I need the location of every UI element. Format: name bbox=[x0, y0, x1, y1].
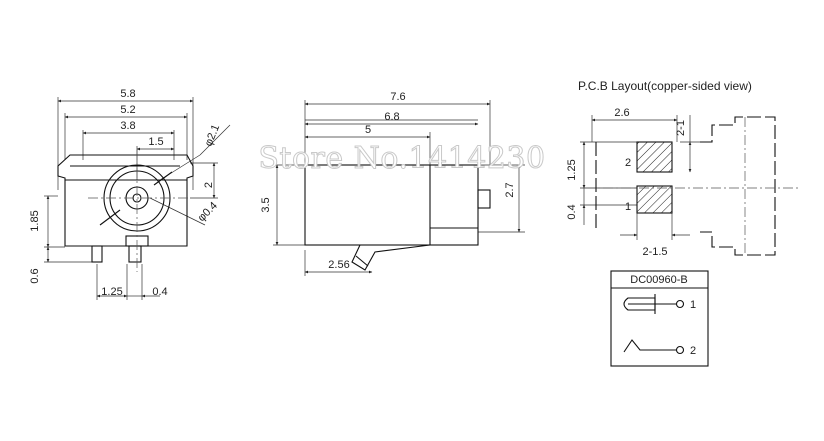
side-view: 7.6 6.8 5 3.5 2.7 2.56 bbox=[260, 91, 525, 276]
dim-2: 2 bbox=[203, 182, 215, 188]
dim-5: 5 bbox=[365, 124, 371, 136]
schematic-pin-1: 1 bbox=[690, 299, 696, 311]
pad-label-2: 2 bbox=[625, 157, 631, 169]
dim-1-85: 1.85 bbox=[29, 210, 41, 231]
schematic-pin-2: 2 bbox=[690, 345, 696, 357]
dim-2-7: 2.7 bbox=[504, 182, 516, 197]
pcb-layout-title: P.C.B Layout(copper-sided view) bbox=[578, 79, 752, 93]
dim-2-56: 2.56 bbox=[328, 259, 349, 271]
dim-3-5: 3.5 bbox=[260, 197, 272, 212]
part-number: DC00960-B bbox=[630, 274, 687, 286]
pcb-layout: P.C.B Layout(copper-sided view) bbox=[566, 79, 800, 258]
dim-0-6: 0.6 bbox=[29, 268, 41, 283]
dim-2-6: 2.6 bbox=[614, 107, 629, 119]
schematic-box: DC00960-B 1 2 bbox=[610, 270, 709, 367]
dim-7-6: 7.6 bbox=[390, 91, 405, 103]
dim-phi-0-4: φ0.4 bbox=[196, 200, 220, 224]
dim-2-1: 2-1 bbox=[675, 120, 687, 136]
front-view: 5.8 5.2 3.8 1.5 φ2.1 2 φ0.4 1.85 0.6 1.2… bbox=[29, 88, 231, 300]
dim-6-8: 6.8 bbox=[384, 111, 399, 123]
dim-5-2: 5.2 bbox=[120, 104, 135, 116]
pad-label-1: 1 bbox=[625, 201, 631, 213]
dim-5-8: 5.8 bbox=[120, 88, 135, 100]
store-watermark: Store No.1414230 bbox=[258, 141, 545, 176]
dim-3-8: 3.8 bbox=[120, 120, 135, 132]
dim-1-25: 1.25 bbox=[101, 286, 122, 298]
dim-0-4: 0.4 bbox=[152, 286, 167, 298]
dim-0-4-pcb: 0.4 bbox=[566, 204, 578, 219]
dim-1-5: 1.5 bbox=[148, 136, 163, 148]
dim-2-1-5: 2-1.5 bbox=[642, 246, 667, 258]
dim-1-25-pcb: 1.25 bbox=[566, 159, 578, 180]
